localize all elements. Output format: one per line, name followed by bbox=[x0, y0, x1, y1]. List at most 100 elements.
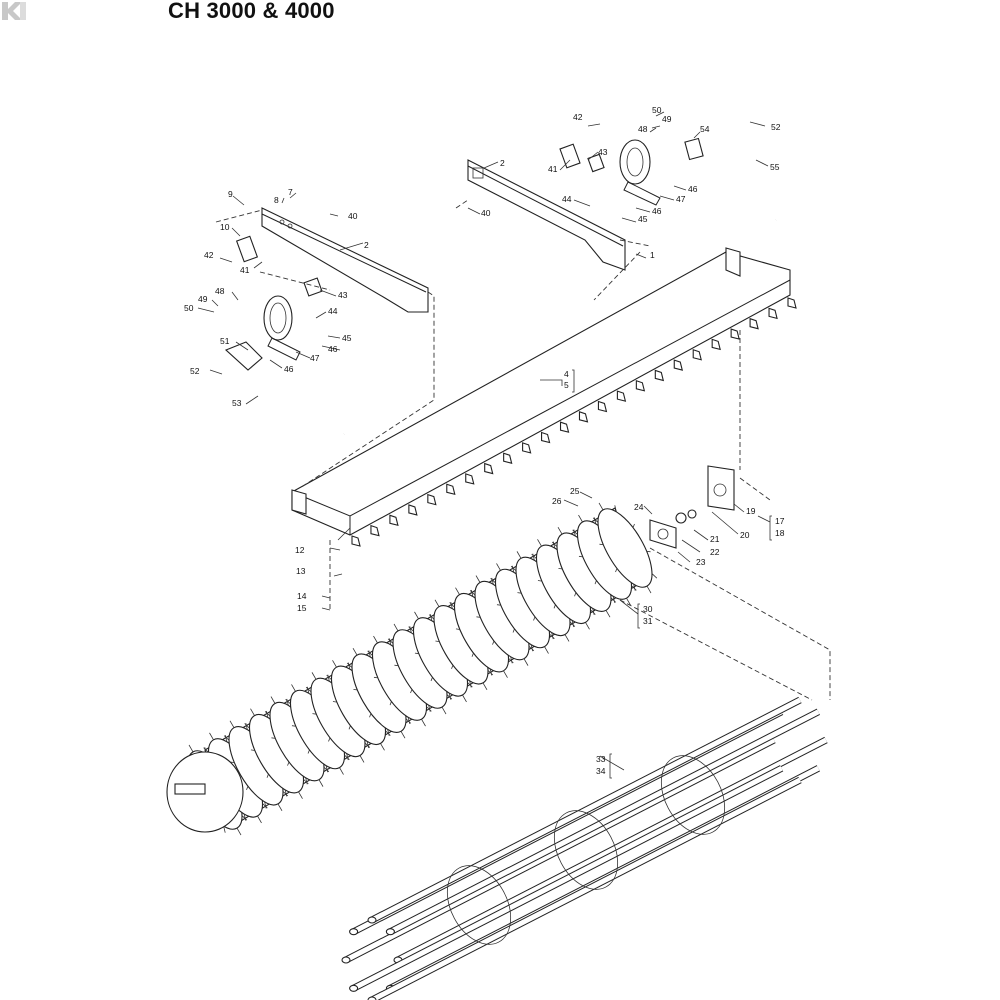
beam-tooth bbox=[787, 297, 797, 309]
cage-roller bbox=[341, 696, 828, 1000]
label-22: 22 bbox=[710, 547, 720, 557]
assembly-guide-lines bbox=[215, 199, 831, 701]
label-42-left: 42 bbox=[204, 250, 214, 260]
right-frame-arm bbox=[467, 159, 626, 271]
label-40-left: 40 bbox=[348, 211, 358, 221]
beam-tooth bbox=[768, 307, 778, 320]
page-title: CH 3000 & 4000 bbox=[168, 0, 335, 23]
label-2-right: 2 bbox=[500, 158, 505, 168]
label-41-right: 41 bbox=[548, 164, 558, 174]
label-26: 26 bbox=[552, 496, 562, 506]
label-44-left: 44 bbox=[328, 306, 338, 316]
label-46-a: 46 bbox=[328, 344, 338, 354]
beam-tooth bbox=[503, 452, 513, 464]
label-4: 4 bbox=[564, 369, 569, 379]
label-45-left: 45 bbox=[342, 333, 352, 343]
beam-tooth bbox=[578, 411, 589, 423]
cage-bar-end bbox=[341, 956, 351, 964]
label-40-right: 40 bbox=[481, 208, 491, 218]
left-handle bbox=[224, 341, 345, 453]
cage-bar-fill bbox=[344, 737, 776, 963]
beam-tooth bbox=[541, 431, 551, 444]
label-33: 33 bbox=[596, 754, 606, 764]
cage-ring bbox=[553, 810, 619, 890]
label-46-c: 46 bbox=[688, 184, 698, 194]
label-46-b: 46 bbox=[284, 364, 294, 374]
beam-tooth bbox=[692, 348, 702, 361]
roller-shaft bbox=[174, 783, 206, 795]
beam-tooth bbox=[654, 369, 665, 382]
label-51: 51 bbox=[220, 336, 230, 346]
label-24: 24 bbox=[634, 502, 644, 512]
label-20: 20 bbox=[740, 530, 750, 540]
beam-tooth bbox=[730, 328, 740, 340]
left-frame-arm bbox=[261, 207, 429, 313]
beam-tooth bbox=[427, 493, 437, 506]
label-42-right: 42 bbox=[573, 112, 583, 122]
beam-tooth bbox=[749, 317, 759, 330]
label-49-right: 49 bbox=[662, 114, 672, 124]
label-54: 54 bbox=[700, 124, 710, 134]
bearing-bracket bbox=[649, 465, 735, 549]
part-labels: 1 2 2 4 5 7 8 9 10 12 13 14 15 17 18 19 … bbox=[184, 105, 785, 776]
label-9: 9 bbox=[228, 189, 233, 199]
label-25: 25 bbox=[570, 486, 580, 496]
beam-tooth bbox=[559, 421, 570, 433]
beam-tooth bbox=[389, 514, 399, 527]
cage-bar-end bbox=[385, 928, 395, 936]
beam-tooth bbox=[351, 535, 361, 547]
label-49-left: 49 bbox=[198, 294, 208, 304]
label-55: 55 bbox=[770, 162, 780, 172]
cage-bar-fill bbox=[396, 737, 828, 963]
label-23: 23 bbox=[696, 557, 706, 567]
label-50-left: 50 bbox=[184, 303, 194, 313]
beam-tooth bbox=[465, 473, 475, 485]
cage-bar-fill bbox=[352, 766, 783, 991]
label-41-left: 41 bbox=[240, 265, 250, 275]
left-spring-tine bbox=[235, 235, 323, 361]
cage-bar-fill bbox=[389, 709, 820, 934]
label-45-right: 45 bbox=[638, 214, 648, 224]
label-48-left: 48 bbox=[215, 286, 225, 296]
label-2-left: 2 bbox=[364, 240, 369, 250]
label-30: 30 bbox=[643, 604, 653, 614]
cage-bar-end bbox=[349, 928, 359, 936]
label-1: 1 bbox=[650, 250, 655, 260]
leader-lines bbox=[197, 111, 771, 771]
label-12: 12 bbox=[295, 545, 305, 555]
main-beam bbox=[291, 247, 791, 536]
beam-tooth bbox=[446, 483, 456, 496]
cage-bar-fill bbox=[370, 697, 802, 923]
label-48-right: 48 bbox=[638, 124, 648, 134]
label-52-right: 52 bbox=[771, 122, 781, 132]
cage-ring bbox=[446, 865, 512, 945]
label-43-left: 43 bbox=[338, 290, 348, 300]
label-7: 7 bbox=[288, 187, 293, 197]
label-18: 18 bbox=[775, 528, 785, 538]
label-52-left: 52 bbox=[190, 366, 200, 376]
beam-tooth bbox=[597, 400, 608, 413]
label-8: 8 bbox=[274, 195, 279, 205]
label-15: 15 bbox=[297, 603, 307, 613]
cage-bar-end bbox=[367, 996, 377, 1000]
beam-tooth bbox=[408, 504, 418, 516]
label-brackets bbox=[572, 369, 772, 779]
beam-teeth bbox=[351, 297, 797, 547]
label-31: 31 bbox=[643, 616, 653, 626]
beam-tooth bbox=[522, 442, 532, 454]
label-44-right: 44 bbox=[562, 194, 572, 204]
label-17: 17 bbox=[775, 516, 785, 526]
label-43-right: 43 bbox=[598, 147, 608, 157]
label-19: 19 bbox=[746, 506, 756, 516]
beam-tooth bbox=[635, 380, 646, 392]
label-14: 14 bbox=[297, 591, 307, 601]
brand-logo-icon bbox=[2, 2, 26, 20]
spiked-roller bbox=[166, 502, 658, 836]
label-21: 21 bbox=[710, 534, 720, 544]
right-handle bbox=[719, 138, 814, 222]
label-34: 34 bbox=[596, 766, 606, 776]
beam-tooth bbox=[616, 390, 627, 402]
cage-bar-end bbox=[349, 984, 359, 992]
